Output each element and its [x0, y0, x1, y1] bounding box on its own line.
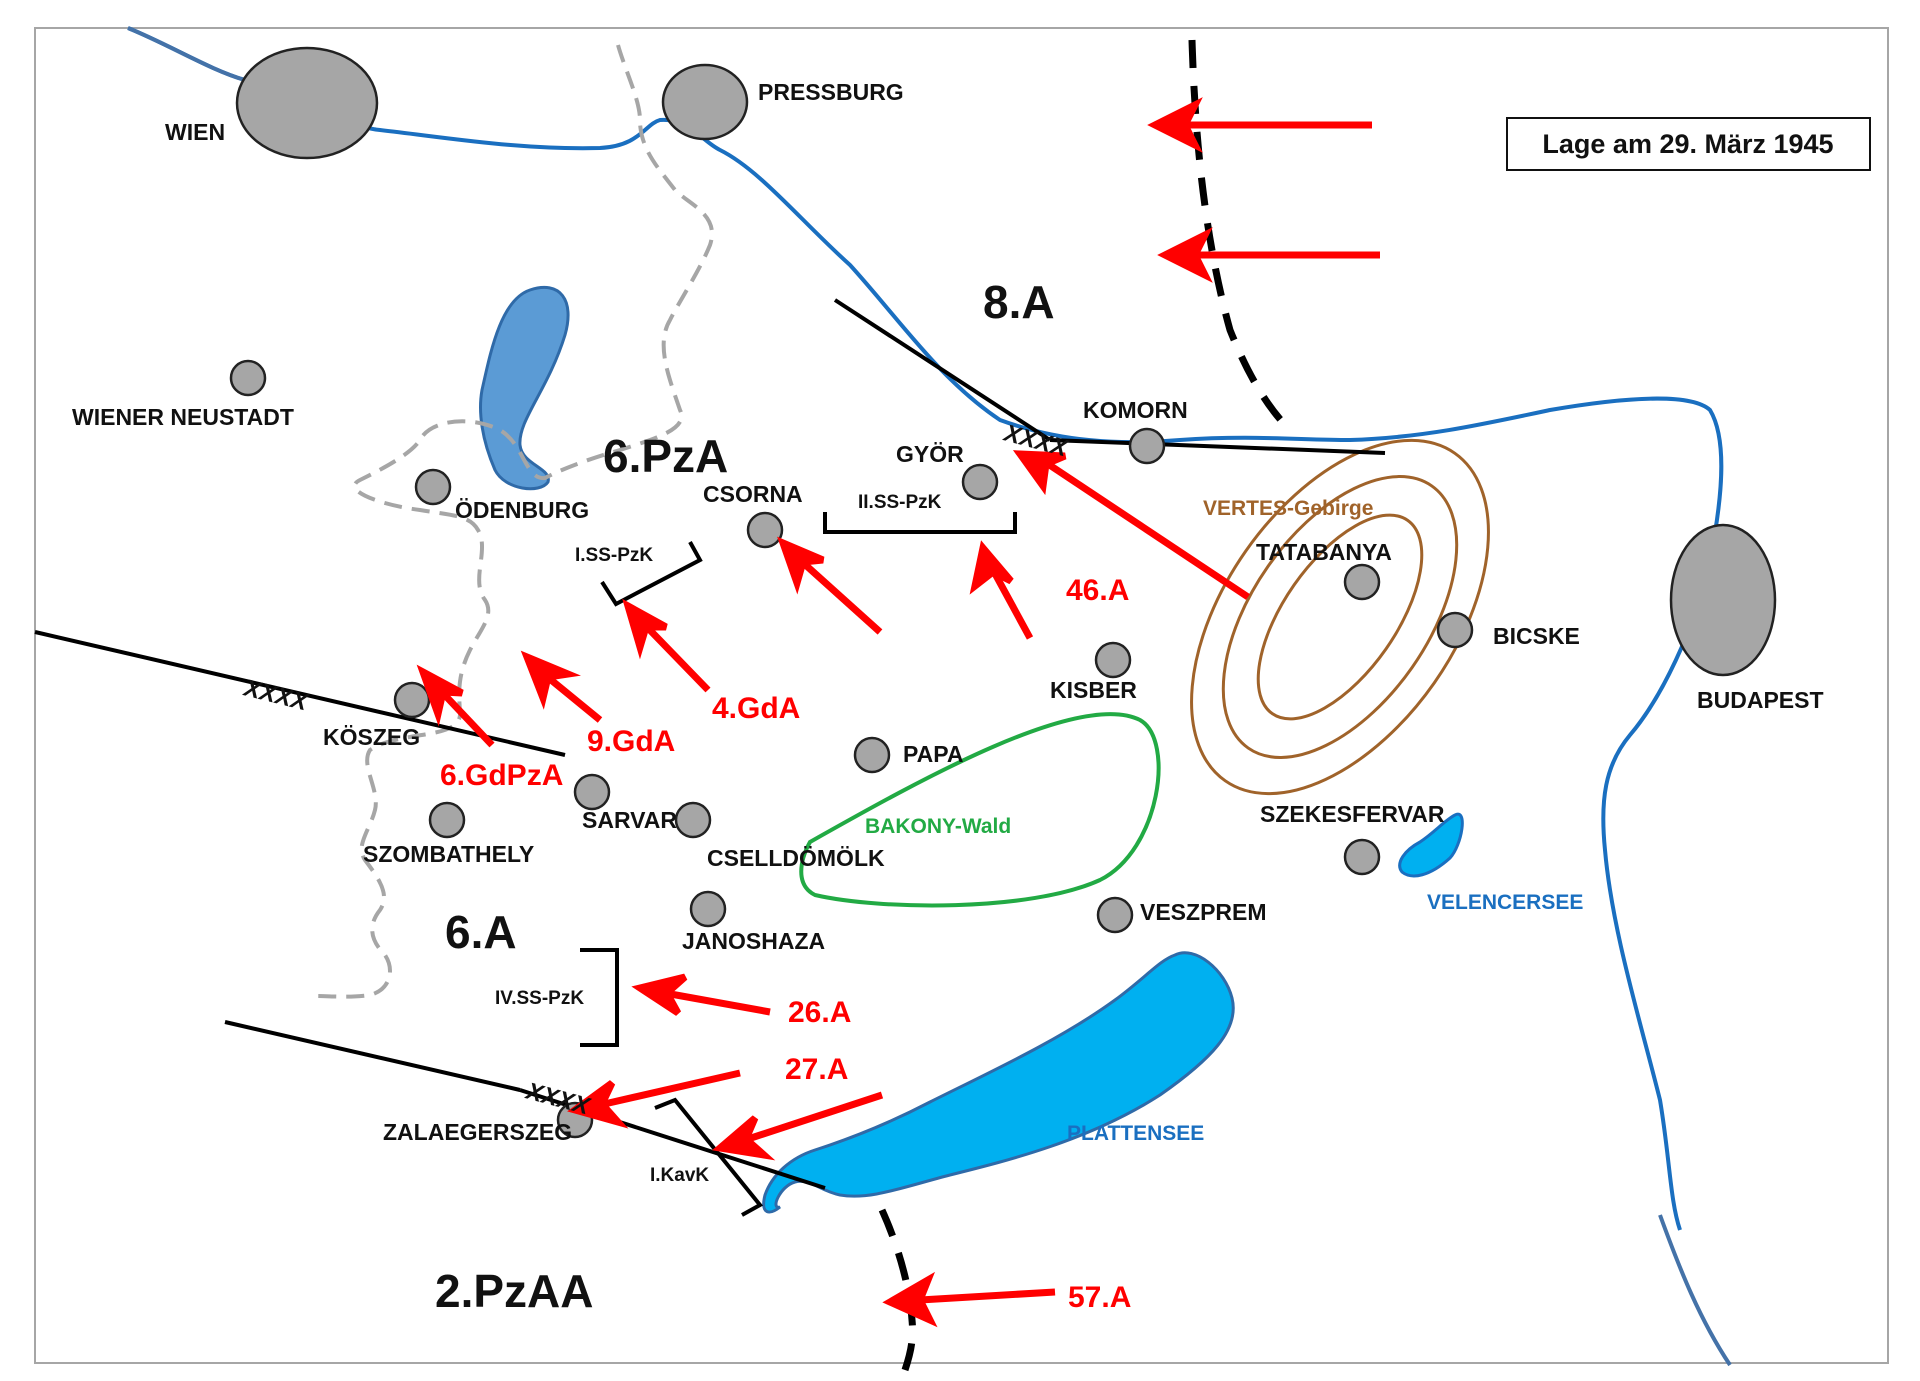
label-army-8a: 8.A [983, 276, 1055, 328]
label-papa: PAPA [903, 741, 964, 767]
label-army-6pza: 6.PzA [603, 430, 728, 482]
label-szekesfervar: SZEKESFERVAR [1260, 801, 1445, 827]
city-pressburg [661, 63, 749, 141]
label-wien: WIEN [165, 119, 225, 145]
label-soviet-26a: 26.A [788, 996, 851, 1029]
danube-river-upper-segment [127, 26, 246, 82]
plattensee [762, 951, 1235, 1214]
label-veszprem: VESZPREM [1140, 899, 1267, 925]
label-zalaegerszeg: ZALAEGERSZEG [383, 1119, 572, 1145]
label-army-6a: 6.A [445, 906, 517, 958]
arrow-head-6gdpza [416, 664, 464, 727]
city-oedenburg [414, 468, 452, 506]
arrow-head-n2 [1157, 227, 1213, 283]
label-corps-4ss: IV.SS-PzK [495, 988, 584, 1009]
cities [229, 46, 1777, 1139]
city-cselldoemoelk [674, 801, 712, 839]
label-soviet-27a: 27.A [785, 1053, 848, 1086]
city-tatabanya [1343, 563, 1381, 601]
label-oedenburg: ÖDENBURG [455, 497, 589, 523]
arrow-head-n1 [1147, 97, 1203, 153]
city-budapest [1669, 523, 1777, 677]
velencersee [1398, 812, 1464, 878]
bakony-forest [799, 712, 1161, 908]
label-velencersee: VELENCERSEE [1427, 891, 1583, 914]
label-corps-2ss: II.SS-PzK [858, 492, 942, 513]
label-soviet-46a: 46.A [1066, 574, 1129, 607]
arrow-head-27a-2 [711, 1115, 776, 1161]
label-wiener-neustadt: WIENER NEUSTADT [72, 404, 294, 430]
title-box [1506, 117, 1871, 171]
label-soviet-4gda: 4.GdA [712, 692, 800, 725]
city-csorna [746, 511, 784, 549]
label-soviet-57a: 57.A [1068, 1281, 1131, 1314]
arrow-head-27a-1 [567, 1080, 629, 1129]
label-tatabanya: TATABANYA [1256, 539, 1392, 565]
corps-brackets [580, 512, 1017, 1217]
city-veszprem [1096, 896, 1134, 934]
label-budapest: BUDAPEST [1697, 687, 1824, 713]
army-boundaries [34, 298, 1386, 1190]
city-koeszeg [393, 681, 431, 719]
city-wien [235, 46, 379, 160]
city-sarvar [573, 773, 611, 811]
label-cselldoemoelk: CSELLDÖMÖLK [707, 845, 885, 871]
map-title: Lage am 29. März 1945 [1542, 129, 1833, 159]
label-bakony: BAKONY-Wald [865, 815, 1011, 838]
arrow-head-46-2 [969, 540, 1014, 595]
arrow-head-46-1 [1012, 450, 1067, 496]
label-corps-1kav: I.KavK [650, 1165, 709, 1186]
arrow-head-9gda [520, 650, 581, 710]
city-papa [853, 736, 891, 774]
label-army-2pzaa: 2.PzAA [435, 1265, 593, 1317]
label-pressburg: PRESSBURG [758, 79, 904, 105]
danube-river [127, 26, 1724, 1231]
city-szombathely [428, 801, 466, 839]
label-vertes: VERTES-Gebirge [1203, 497, 1373, 520]
label-janoshaza: JANOSHAZA [682, 928, 825, 954]
label-soviet-6gdpza: 6.GdPzA [440, 759, 563, 792]
label-kisber: KISBER [1050, 677, 1137, 703]
city-komorn [1128, 427, 1166, 465]
city-szekesfervar [1343, 838, 1381, 876]
vertes-mountains [1190, 438, 1490, 796]
label-soviet-9gda: 9.GdA [587, 725, 675, 758]
label-sarvar: SARVAR [582, 807, 677, 833]
city-kisber [1094, 641, 1132, 679]
front-line-north [1188, 39, 1293, 433]
label-komorn: KOMORN [1083, 397, 1188, 423]
label-szombathely: SZOMBATHELY [363, 841, 534, 867]
label-corps-1ss: I.SS-PzK [575, 545, 653, 566]
city-janoshaza [689, 890, 727, 928]
arrow-head-csorna [777, 536, 825, 595]
label-plattensee: PLATTENSEE [1067, 1122, 1204, 1145]
label-gyoer: GYÖR [896, 441, 964, 467]
label-csorna: CSORNA [703, 481, 803, 507]
arrow-head-4gda [622, 598, 668, 660]
city-wiener-neustadt [229, 359, 267, 397]
city-bicske [1436, 611, 1474, 649]
soviet-arrows [416, 97, 1380, 1328]
danube-river-lower-segment [1658, 1214, 1732, 1367]
neusiedler-see [479, 285, 570, 491]
front-line-south [878, 1208, 916, 1372]
label-bicske: BICSKE [1493, 623, 1580, 649]
state-border [314, 44, 714, 999]
city-gyoer [961, 463, 999, 501]
arrow-head-57a [882, 1271, 938, 1328]
arrow-head-26a [631, 973, 688, 1016]
label-koeszeg: KÖSZEG [323, 724, 420, 750]
